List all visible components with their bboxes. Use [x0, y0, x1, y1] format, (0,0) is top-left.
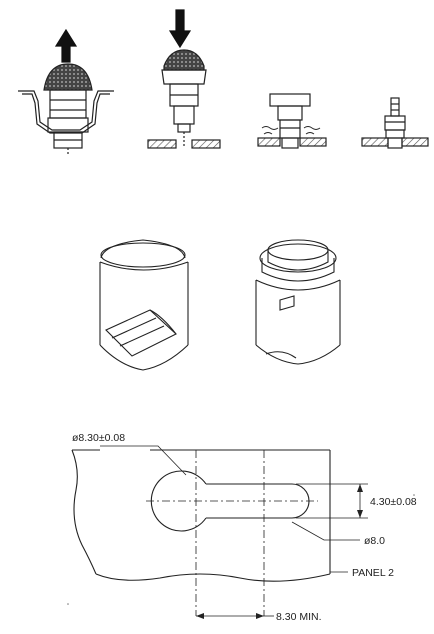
slot-width-label: 4.30±0.08 — [370, 496, 417, 508]
up-arrow-icon — [54, 28, 78, 63]
down-arrow-icon — [168, 9, 192, 49]
step1-retract-figure — [18, 28, 114, 154]
min-spacing-label: 8.30 MIN. — [276, 611, 322, 623]
iso-cylinder-right — [255, 239, 341, 365]
iso-cylinder-left — [99, 239, 189, 371]
step4-installed-figure — [361, 97, 429, 149]
step3-seated-figure — [257, 93, 327, 149]
hole-diameter-label: ø8.30±0.08 — [72, 432, 125, 444]
step2-insert-figure — [147, 9, 221, 149]
stray-dot — [67, 603, 69, 605]
panel-cutout-drawing — [71, 445, 368, 619]
stray-dot — [413, 494, 415, 496]
panel-label: PANEL 2 — [352, 567, 394, 579]
cutout-diameter-label: ø8.0 — [364, 535, 385, 547]
